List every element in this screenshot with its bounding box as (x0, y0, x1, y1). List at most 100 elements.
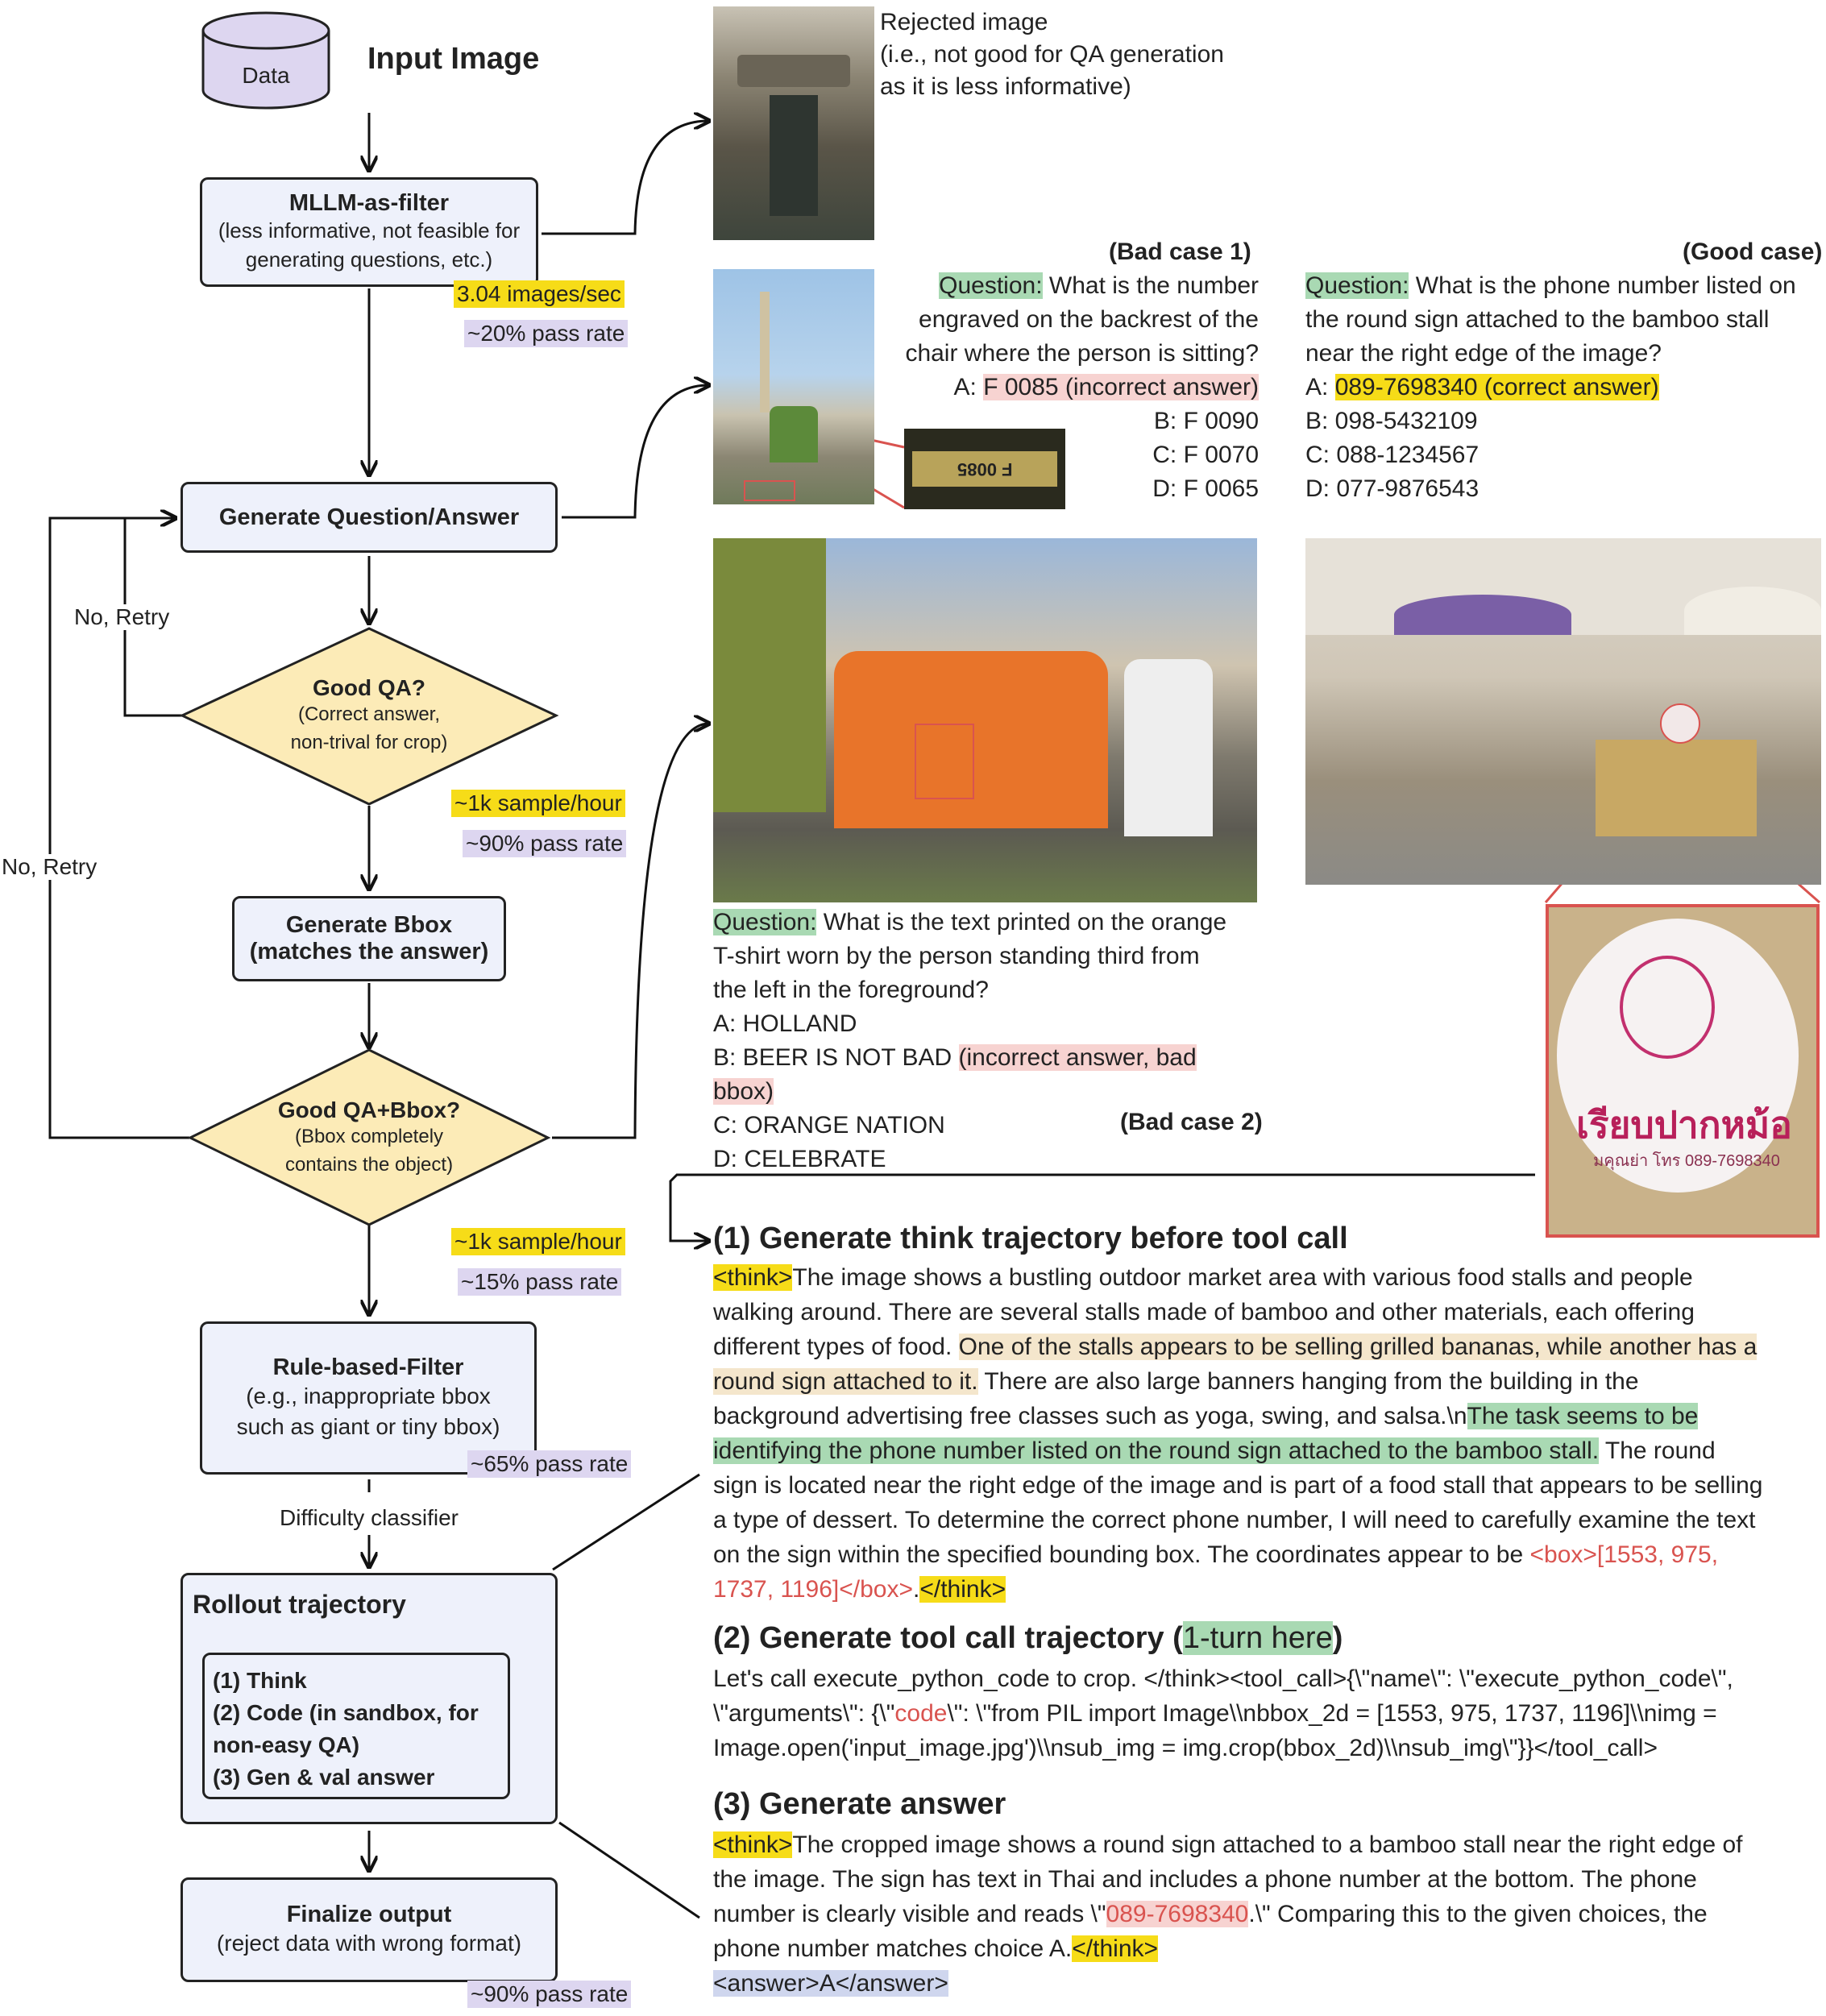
generate-bbox-title2: (matches the answer) (249, 939, 489, 964)
step1-line6b: The round (1599, 1437, 1716, 1464)
step1-line3a: different types of food. (713, 1334, 959, 1360)
rollout-step-code: (2) Code (in sandbox, for (213, 1700, 479, 1725)
rejected-caption-line3: as it is less informative) (880, 73, 1131, 100)
generate-qa-title: Generate Question/Answer (218, 504, 520, 530)
good-qa-sub2: non-trival for crop) (290, 731, 448, 753)
good-qa-bbox-sub1: (Bbox completely (294, 1126, 444, 1147)
bad-case-2-label: (Bad case 2) (1120, 1109, 1263, 1135)
arrow-genqa-to-badcase1 (562, 385, 709, 519)
good-qa-sub1: (Correct answer, (297, 703, 441, 725)
finalize-sub: (reject data with wrong format) (216, 1930, 522, 1956)
retry-label-inner: No, Retry (74, 604, 170, 630)
mllm-filter-sub1: (less informative, not feasible for (218, 218, 521, 243)
good-case-option-c: C: 088-1234567 (1305, 442, 1479, 468)
step1-line8: a type of dessert. To determine the corr… (713, 1507, 1756, 1533)
rejected-caption-line2: (i.e., not good for QA generation (880, 41, 1224, 68)
good-qa-title: Good QA? (313, 675, 425, 700)
bad-case-1-q2: engraved on the backrest of the (919, 306, 1259, 333)
input-image-title: Input Image (367, 42, 540, 76)
step1-body: <think>The image shows a bustling outdoo… (713, 1260, 1824, 1607)
finalize-node: Finalize output (reject data with wrong … (181, 1877, 558, 1982)
bad-case-1-q-label: Question: (939, 272, 1043, 299)
step1-think-open: <think> (713, 1264, 793, 1291)
step3-think-close: </think> (1072, 1935, 1159, 1962)
bad-case-1-option-b: B: F 0090 (1153, 408, 1259, 434)
metric-pass-rate-4: ~65% pass rate (467, 1450, 632, 1478)
step3-body: <think>The cropped image shows a round s… (713, 1827, 1824, 2001)
rejected-caption: Rejected image (i.e., not good for QA ge… (880, 6, 1224, 103)
step1-line1: The image shows a bustling outdoor marke… (792, 1264, 1693, 1291)
step1-line10b: . (913, 1576, 920, 1603)
arrow-crop-to-step1 (669, 1173, 1535, 1241)
rule-filter-title: Rule-based-Filter (272, 1354, 464, 1380)
step2-heading-b: ) (1332, 1621, 1343, 1655)
bad-case-1-label: (Bad case 1) (1109, 239, 1251, 265)
rollout-title: Rollout trajectory (193, 1590, 406, 1619)
bad-case-1-photo (713, 269, 874, 504)
step1-line4b: There are also large banners hanging fro… (977, 1368, 1639, 1395)
generate-bbox-title1: Generate Bbox (285, 912, 453, 938)
rejected-caption-line1: Rejected image (880, 9, 1048, 35)
good-case-photo (1305, 538, 1821, 885)
arrow-filter-to-rejected (542, 121, 709, 235)
step1-heading: (1) Generate think trajectory before too… (713, 1222, 1348, 1255)
difficulty-classifier-label: Difficulty classifier (280, 1505, 459, 1530)
retry-label-outer: No, Retry (2, 854, 98, 880)
mllm-filter-title: MLLM-as-filter (288, 190, 450, 217)
database-label: Data (242, 63, 290, 88)
step2-line1: Let's call execute_python_code to crop. … (713, 1665, 1733, 1692)
mllm-filter-node: MLLM-as-filter (less informative, not fe… (200, 177, 538, 287)
step2-heading-hl: 1-turn here (1182, 1621, 1333, 1655)
step3-line2: the image. The sign has text in Thai and… (713, 1866, 1697, 1893)
good-case-option-d: D: 077-9876543 (1305, 475, 1479, 502)
bad-case-1-crop: F 0085 (904, 429, 1065, 509)
arrow-goodqabbox-to-badcase2 (552, 724, 709, 1139)
bad-case-1-a-prefix: A: (953, 374, 984, 400)
good-qa-bbox-diamond (187, 1048, 551, 1226)
arrow-retry-outer (48, 518, 189, 1139)
metric-pass-rate-5: ~90% pass rate (467, 1981, 632, 2008)
step1-line10a: 1737, 1196]</box> (713, 1576, 913, 1603)
step1-line5a: background advertising free classes such… (713, 1403, 1467, 1429)
bad-case-1-option-a: F 0085 (incorrect answer) (983, 374, 1259, 400)
bad-case-1-option-d: D: F 0065 (1152, 475, 1259, 502)
metric-pass-rate-3: ~15% pass rate (458, 1268, 622, 1296)
mllm-filter-sub2: generating questions, etc.) (245, 247, 493, 272)
good-case-sign-thai: เรียบปากหม้อ (1576, 1104, 1792, 1146)
good-qa-bbox-label: Good QA+Bbox? (Bbox completely contains … (242, 1097, 496, 1180)
good-case-question: Question: What is the phone number liste… (1305, 269, 1821, 506)
bad-case-2-option-a: A: HOLLAND (713, 1010, 857, 1037)
step1-line9b: <box>[1553, 975, (1529, 1541, 1719, 1568)
bad-case-2-q1: What is the text printed on the orange (816, 909, 1227, 935)
step3-line3a: number is clearly visible and reads \" (713, 1901, 1106, 1927)
step1-line2: walking around. There are several stalls… (713, 1299, 1695, 1325)
step3-heading: (3) Generate answer (713, 1787, 1006, 1821)
rejected-photo (713, 6, 874, 240)
metric-pass-rate-1: ~20% pass rate (464, 320, 629, 347)
finalize-title: Finalize output (286, 1901, 452, 1927)
step1-line4a: round sign attached to it. (713, 1368, 978, 1395)
bad-case-2-q2: T-shirt worn by the person standing thir… (713, 943, 1200, 969)
metric-pass-rate-2: ~90% pass rate (463, 830, 627, 857)
step2-heading: (2) Generate tool call trajectory (1-tur… (713, 1621, 1343, 1656)
metric-throughput-1: 3.04 images/sec (454, 280, 625, 308)
good-case-option-a: 089-7698340 (correct answer) (1334, 374, 1659, 400)
generate-qa-node: Generate Question/Answer (181, 482, 558, 553)
line-rollout-zoom-bottom (558, 1821, 700, 1919)
step2-heading-a: (2) Generate tool call trajectory ( (713, 1621, 1183, 1655)
bad-case-1-option-c: C: F 0070 (1152, 442, 1259, 468)
good-qa-diamond (179, 627, 559, 806)
step2-line2a: \"arguments\": {\" (713, 1700, 895, 1727)
good-qa-label: Good QA? (Correct answer, non-trival for… (242, 675, 496, 757)
good-qa-bbox-sub2: contains the object) (284, 1153, 454, 1176)
step3-think-open: <think> (713, 1831, 793, 1858)
generate-bbox-node: Generate Bbox (matches the answer) (232, 896, 506, 981)
metric-throughput-2: ~1k sample/hour (451, 790, 625, 817)
bad-case-1-q1: What is the number (1042, 272, 1259, 299)
bad-case-1-question: Question: What is the number engraved on… (894, 269, 1259, 506)
good-case-q-label: Question: (1305, 272, 1409, 299)
good-case-q2: the round sign attached to the bamboo st… (1305, 306, 1770, 333)
rollout-steps-box: (1) Think (2) Code (in sandbox, for non-… (202, 1653, 510, 1799)
rollout-node: Rollout trajectory (1) Think (2) Code (i… (181, 1573, 558, 1824)
